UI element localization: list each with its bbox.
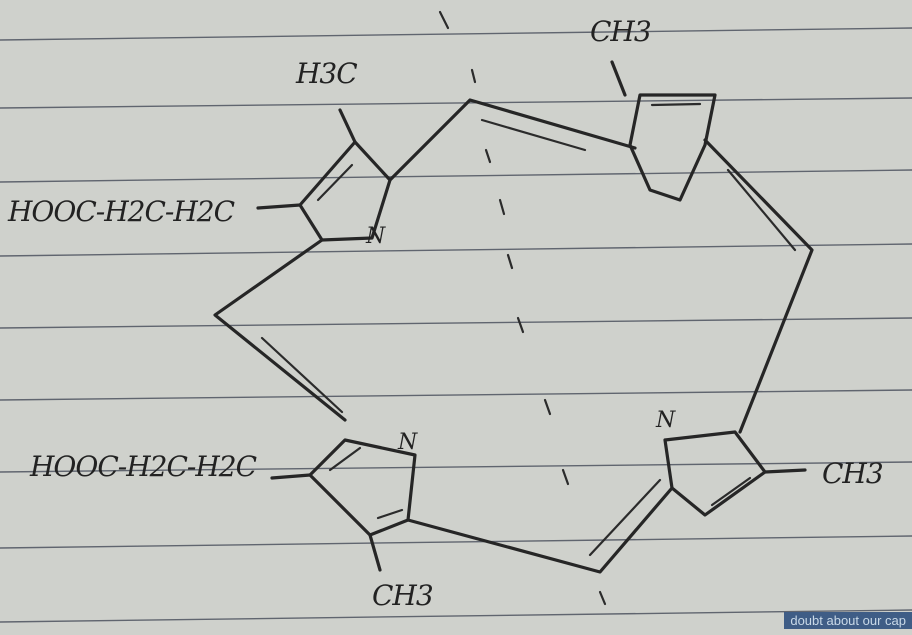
lower-right-pyrrole-ring	[663, 430, 807, 517]
upper-ring-nitrogen-label: N	[366, 224, 385, 249]
right-ring-nitrogen-label: N	[656, 408, 675, 433]
top-methyl-label: CH3	[590, 15, 652, 48]
top-right-pyrrole-ring	[610, 60, 717, 202]
upper-side-chain-label: HOOC-H2C-H2C	[8, 195, 235, 228]
footer-caption: doubt about our cap	[784, 612, 912, 629]
lower-side-chain-label: HOOC-H2C-H2C	[30, 450, 257, 483]
upper-left-pyrrole-ring	[298, 108, 392, 242]
dashed-inner-marks	[438, 10, 607, 606]
lower-left-pyrrole-ring	[270, 438, 417, 572]
lower-ring-nitrogen-label: N	[398, 430, 417, 455]
bottom-methyl-label: CH3	[372, 579, 434, 612]
right-methyl-label: CH3	[822, 457, 884, 490]
methine-bridges	[213, 98, 814, 574]
h3c-label: H3C	[296, 57, 358, 90]
